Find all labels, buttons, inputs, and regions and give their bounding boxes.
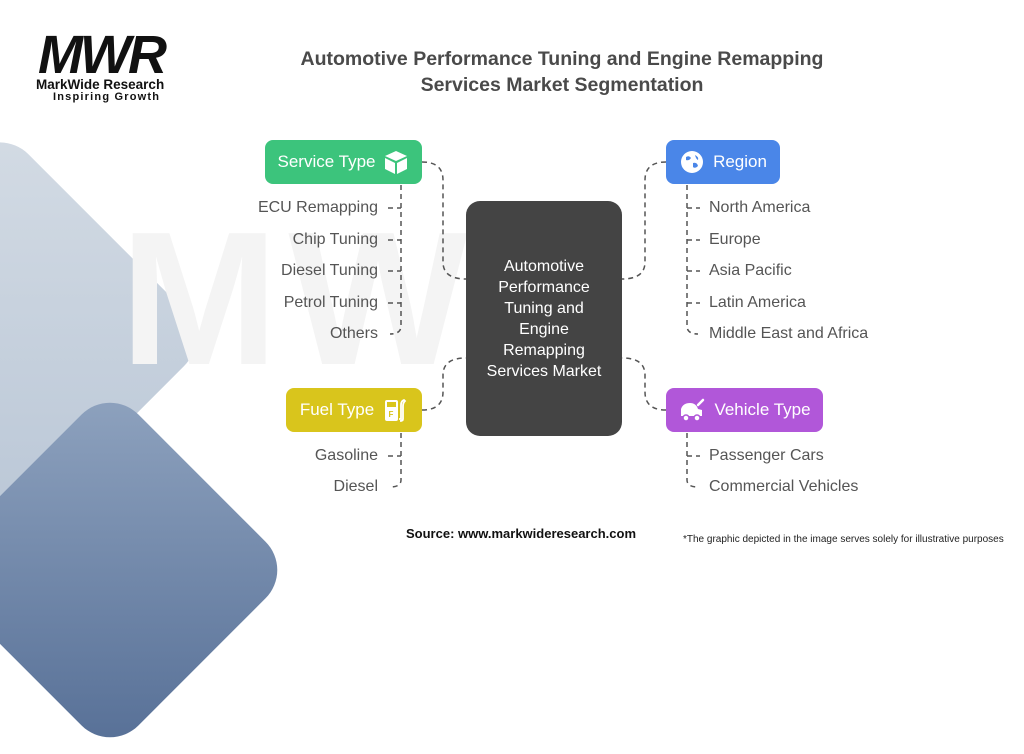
- list-item: Passenger Cars: [709, 447, 824, 464]
- list-item: Europe: [709, 231, 761, 248]
- connector-region-items: [686, 185, 699, 335]
- list-item: Others: [329, 325, 378, 342]
- cube-icon: [385, 151, 408, 174]
- logo-tagline: Inspiring Growth: [53, 91, 161, 103]
- connector-vehicle-type: [621, 357, 667, 411]
- category-region: Region: [666, 140, 780, 184]
- connector-service-items: [389, 185, 402, 335]
- category-label: Vehicle Type: [714, 400, 811, 419]
- list-item: Asia Pacific: [709, 262, 792, 279]
- fuel-pump-icon: F: [385, 398, 407, 422]
- category-label: Region: [713, 152, 767, 171]
- svg-text:F: F: [389, 410, 394, 419]
- list-item: Middle East and Africa: [709, 325, 869, 342]
- list-item: Petrol Tuning: [283, 294, 378, 311]
- logo-name: MarkWide Research: [36, 77, 165, 92]
- category-vehicle-type: Vehicle Type: [666, 388, 823, 432]
- globe-icon: [681, 151, 704, 173]
- list-item: Gasoline: [314, 447, 378, 464]
- list-item: Commercial Vehicles: [709, 478, 859, 495]
- page-title: Automotive Performance Tuning and Engine…: [300, 48, 824, 96]
- list-item: Diesel Tuning: [281, 262, 378, 279]
- connector-region: [621, 161, 667, 280]
- category-service-type: Service Type: [265, 140, 422, 184]
- source-text: Source: www.markwideresearch.com: [406, 526, 637, 541]
- connector-fuel-type: [421, 357, 467, 411]
- car-repair-icon: [681, 398, 705, 422]
- logo-mark: MWR: [38, 25, 167, 85]
- list-item: ECU Remapping: [257, 199, 378, 216]
- list-item: North America: [709, 199, 811, 216]
- connector-fuel-items: [389, 433, 402, 488]
- connector-lines: [388, 161, 700, 488]
- list-item: Chip Tuning: [292, 231, 378, 248]
- disclaimer-text: *The graphic depicted in the image serve…: [683, 534, 1004, 545]
- list-item: Diesel: [333, 478, 378, 495]
- connector-vehicle-items: [686, 433, 699, 488]
- list-item: Latin America: [709, 294, 806, 311]
- category-label: Service Type: [277, 152, 376, 171]
- category-fuel-type: Fuel Type F: [286, 388, 422, 432]
- category-label: Fuel Type: [299, 400, 375, 419]
- connector-service-type: [421, 161, 467, 280]
- center-node: Automotive Performance Tuning and Engine…: [466, 201, 622, 436]
